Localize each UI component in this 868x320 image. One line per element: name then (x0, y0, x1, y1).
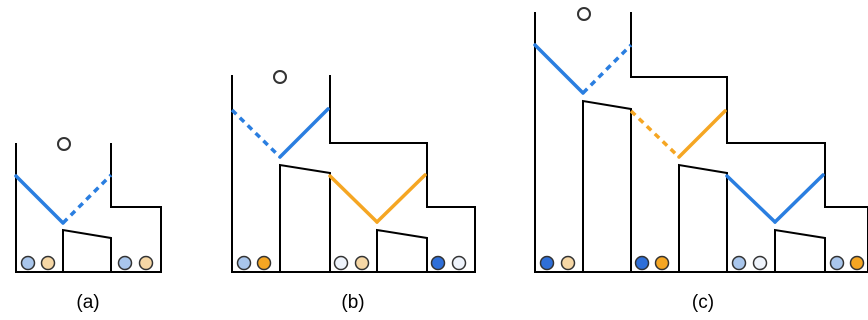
panel-b: (b) (230, 70, 476, 313)
panel-c-marble-2 (560, 255, 576, 271)
panel-b-toggle-2-right-arm (375, 173, 427, 224)
panel-c-walls (534, 12, 868, 273)
panel-a-toggle-left-arm (14, 174, 65, 225)
panel-a-marble-1 (20, 255, 36, 271)
panel-b-marble-1 (236, 255, 252, 271)
panel-a-ramp (62, 228, 112, 272)
panel-c-marble-5 (731, 255, 747, 271)
panel-b-toggle-1-left-arm (230, 108, 282, 159)
panel-c-toggle-2-right-arm (677, 109, 727, 159)
panel-b-ramp-2 (376, 228, 428, 272)
panel-a-toggle-right-arm (61, 173, 113, 225)
panel-c: (c) (533, 7, 868, 313)
panel-c-marble-3 (634, 255, 650, 271)
panel-b-falling-marble (273, 70, 287, 84)
panel-a-falling-marble (57, 137, 71, 151)
panel-c-ramp-1 (582, 99, 632, 272)
panel-a-marble-2 (40, 255, 56, 271)
panel-c-marble-6 (752, 255, 768, 271)
panel-c-marble-4 (654, 255, 670, 271)
panel-c-ramp-3 (774, 228, 826, 272)
panel-c-falling-marble (577, 7, 591, 21)
panel-c-marble-7 (829, 255, 845, 271)
panel-a-marble-4 (138, 255, 154, 271)
panel-b-ramp-1 (279, 163, 331, 272)
panel-b-marble-5 (430, 255, 446, 271)
panel-b-label: (b) (341, 292, 364, 313)
panel-c-toggle-1-left-arm (533, 43, 585, 95)
panel-b-marble-6 (451, 255, 467, 271)
panel-b-marble-4 (354, 255, 370, 271)
panel-c-toggle-3-left-arm (725, 174, 777, 224)
panel-c-marble-1 (539, 255, 555, 271)
panel-b-toggle-2-left-arm (328, 174, 379, 224)
panel-c-label: (c) (692, 292, 714, 313)
panel-b-marble-3 (333, 255, 349, 271)
panel-c-toggle-3-right-arm (773, 173, 825, 224)
panel-b-marble-2 (256, 255, 272, 271)
panel-a-walls (15, 143, 162, 273)
panel-a-label: (a) (76, 292, 99, 313)
panel-b-walls (231, 75, 476, 273)
panel-c-ramp-2 (678, 163, 728, 272)
panel-c-marble-8 (849, 255, 865, 271)
panel-c-toggle-1-right-arm (581, 43, 633, 95)
panel-a: (a) (14, 137, 162, 313)
panel-c-toggle-2-left-arm (629, 109, 681, 159)
panel-a-marble-3 (117, 255, 133, 271)
panel-b-toggle-1-right-arm (278, 107, 330, 159)
